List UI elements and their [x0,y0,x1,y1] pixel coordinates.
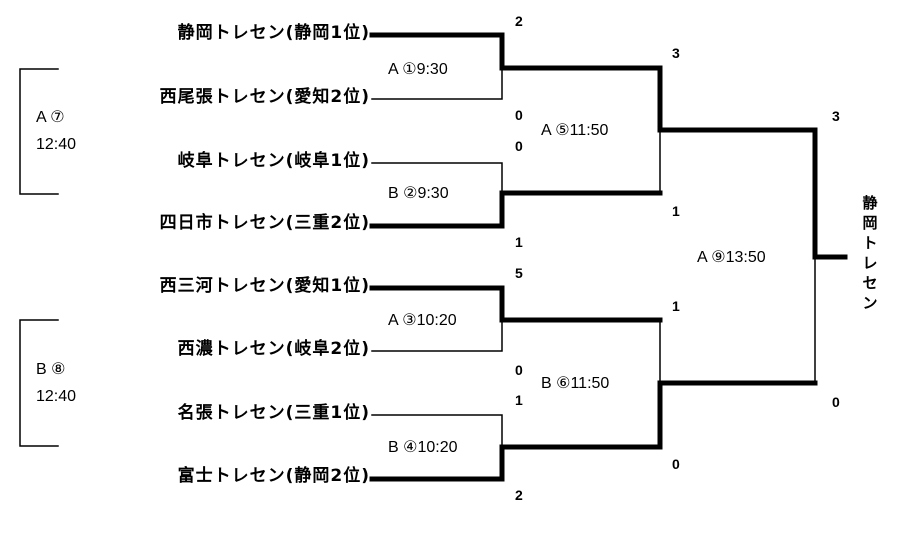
m4-team2-line [369,444,505,482]
score: 1 [515,392,523,408]
score: 5 [515,265,523,281]
match-5-label: A ⑤11:50 [541,122,609,139]
match-2-label: B ②9:30 [388,185,449,202]
m2-team1-line [371,162,503,194]
score: 0 [515,362,523,378]
m1-team1-line [369,32,505,71]
side-match-7-time: 12:40 [36,136,77,153]
team-name: 西濃トレセン(岐阜2位) [177,339,370,359]
side-match-8-time: 12:40 [36,388,77,405]
m2-team2-line [369,190,505,229]
score: 2 [515,487,523,503]
team-name: 岐阜トレセン(岐阜1位) [177,151,370,171]
score: 0 [515,138,523,154]
m3-team2-line [371,319,503,352]
score: 1 [672,298,680,314]
score: 3 [672,45,680,61]
match-3-label: A ③10:20 [388,312,457,329]
side-bracket-7 [19,68,59,195]
match-9-label: A ⑨13:50 [697,249,766,266]
score: 1 [515,234,523,250]
score: 0 [832,394,840,410]
match-1-label: A ①9:30 [388,61,448,78]
team-name: 名張トレセン(三重1位) [177,403,370,423]
score: 1 [672,203,680,219]
score: 3 [832,108,840,124]
score: 2 [515,13,523,29]
side-bracket-8 [19,319,59,447]
match-4-label: B ④10:20 [388,439,458,456]
side-match-8-label: B ⑧ [36,361,66,378]
team-name: 西尾張トレセン(愛知2位) [159,87,370,107]
team-name: 西三河トレセン(愛知1位) [159,276,370,296]
team-name: 四日市トレセン(三重2位) [159,213,370,233]
m3-team1-line [369,285,505,323]
side-match-7-label: A ⑦ [36,109,65,126]
team-name: 静岡トレセン(静岡1位) [177,23,370,43]
m1-team2-line [371,67,503,100]
m4-team1-line [371,414,503,448]
score: 0 [672,456,680,472]
score: 0 [515,107,523,123]
winner-name: 静岡トレセン [862,194,878,312]
match-6-label: B ⑥11:50 [541,375,610,392]
team-name: 富士トレセン(静岡2位) [177,466,370,486]
